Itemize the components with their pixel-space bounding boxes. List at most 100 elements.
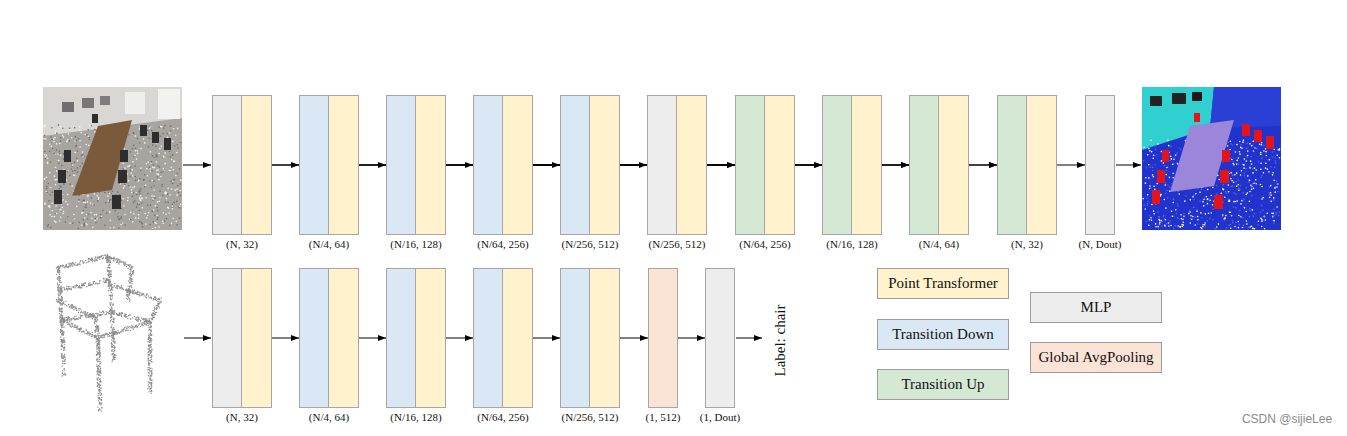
point (1279, 148, 1281, 150)
point (91, 315, 92, 316)
point (72, 223, 74, 225)
point (54, 179, 56, 181)
point (1264, 216, 1266, 218)
point (155, 205, 157, 207)
point (151, 186, 153, 188)
point (47, 226, 49, 228)
point (118, 213, 120, 215)
point (113, 227, 115, 229)
point (69, 266, 70, 267)
point (61, 296, 62, 297)
point (139, 221, 141, 223)
point (1246, 143, 1248, 145)
point (110, 295, 111, 296)
point (135, 150, 137, 152)
point (62, 194, 64, 196)
point (69, 183, 71, 185)
point (99, 311, 100, 312)
point (1247, 150, 1249, 152)
point (60, 293, 61, 294)
point (96, 218, 98, 220)
point (1270, 185, 1272, 187)
point (1255, 169, 1257, 171)
point (170, 130, 172, 132)
point (61, 311, 62, 312)
point (70, 320, 71, 321)
point (59, 278, 60, 279)
point (1229, 199, 1231, 201)
chairs (54, 114, 171, 209)
point (1247, 192, 1249, 194)
point (57, 269, 58, 270)
point (140, 200, 142, 202)
point (59, 150, 61, 152)
point (168, 170, 170, 172)
point (106, 212, 108, 214)
point (1224, 196, 1226, 198)
point (108, 282, 109, 283)
point (62, 199, 64, 201)
point (1149, 215, 1151, 217)
point (142, 226, 144, 228)
point (66, 179, 68, 181)
point (1232, 174, 1234, 176)
point (162, 168, 164, 170)
point (59, 271, 60, 272)
point (109, 262, 110, 263)
point (110, 299, 111, 300)
point (1253, 182, 1255, 184)
point (1235, 181, 1237, 183)
point (53, 153, 55, 155)
point (1200, 212, 1202, 214)
point (46, 186, 48, 188)
point (1225, 191, 1227, 193)
point (1207, 203, 1209, 205)
point (1268, 171, 1270, 173)
point (85, 207, 87, 209)
point (1232, 220, 1234, 222)
point (141, 202, 143, 204)
point (1220, 192, 1222, 194)
point (91, 217, 93, 219)
point (60, 155, 62, 157)
point (99, 257, 100, 258)
point (135, 192, 137, 194)
point (1148, 224, 1150, 226)
chair (120, 150, 128, 162)
chair-point-cloud (56, 254, 162, 412)
window (158, 89, 180, 119)
point (100, 314, 101, 315)
point (75, 324, 76, 325)
point (83, 331, 84, 332)
point (56, 143, 58, 145)
point (1234, 174, 1236, 176)
point (1268, 194, 1270, 196)
point (1230, 212, 1232, 214)
point (1184, 200, 1186, 202)
point (1193, 194, 1195, 196)
point (108, 285, 109, 286)
point (163, 212, 165, 214)
point (60, 282, 61, 283)
point (1166, 167, 1168, 169)
point (133, 270, 134, 271)
point (93, 259, 94, 260)
point (107, 312, 108, 313)
point (61, 288, 62, 289)
point (136, 194, 138, 196)
point (1153, 176, 1155, 178)
chair (64, 150, 71, 162)
point (70, 323, 71, 324)
point (1159, 216, 1161, 218)
point (131, 283, 132, 284)
chair (118, 170, 127, 183)
point (107, 261, 108, 262)
point (60, 293, 61, 294)
point (1164, 165, 1166, 167)
point (1275, 186, 1277, 188)
point (1171, 211, 1173, 213)
point (106, 314, 107, 315)
point (160, 176, 162, 178)
point (158, 153, 160, 155)
point (111, 274, 112, 275)
